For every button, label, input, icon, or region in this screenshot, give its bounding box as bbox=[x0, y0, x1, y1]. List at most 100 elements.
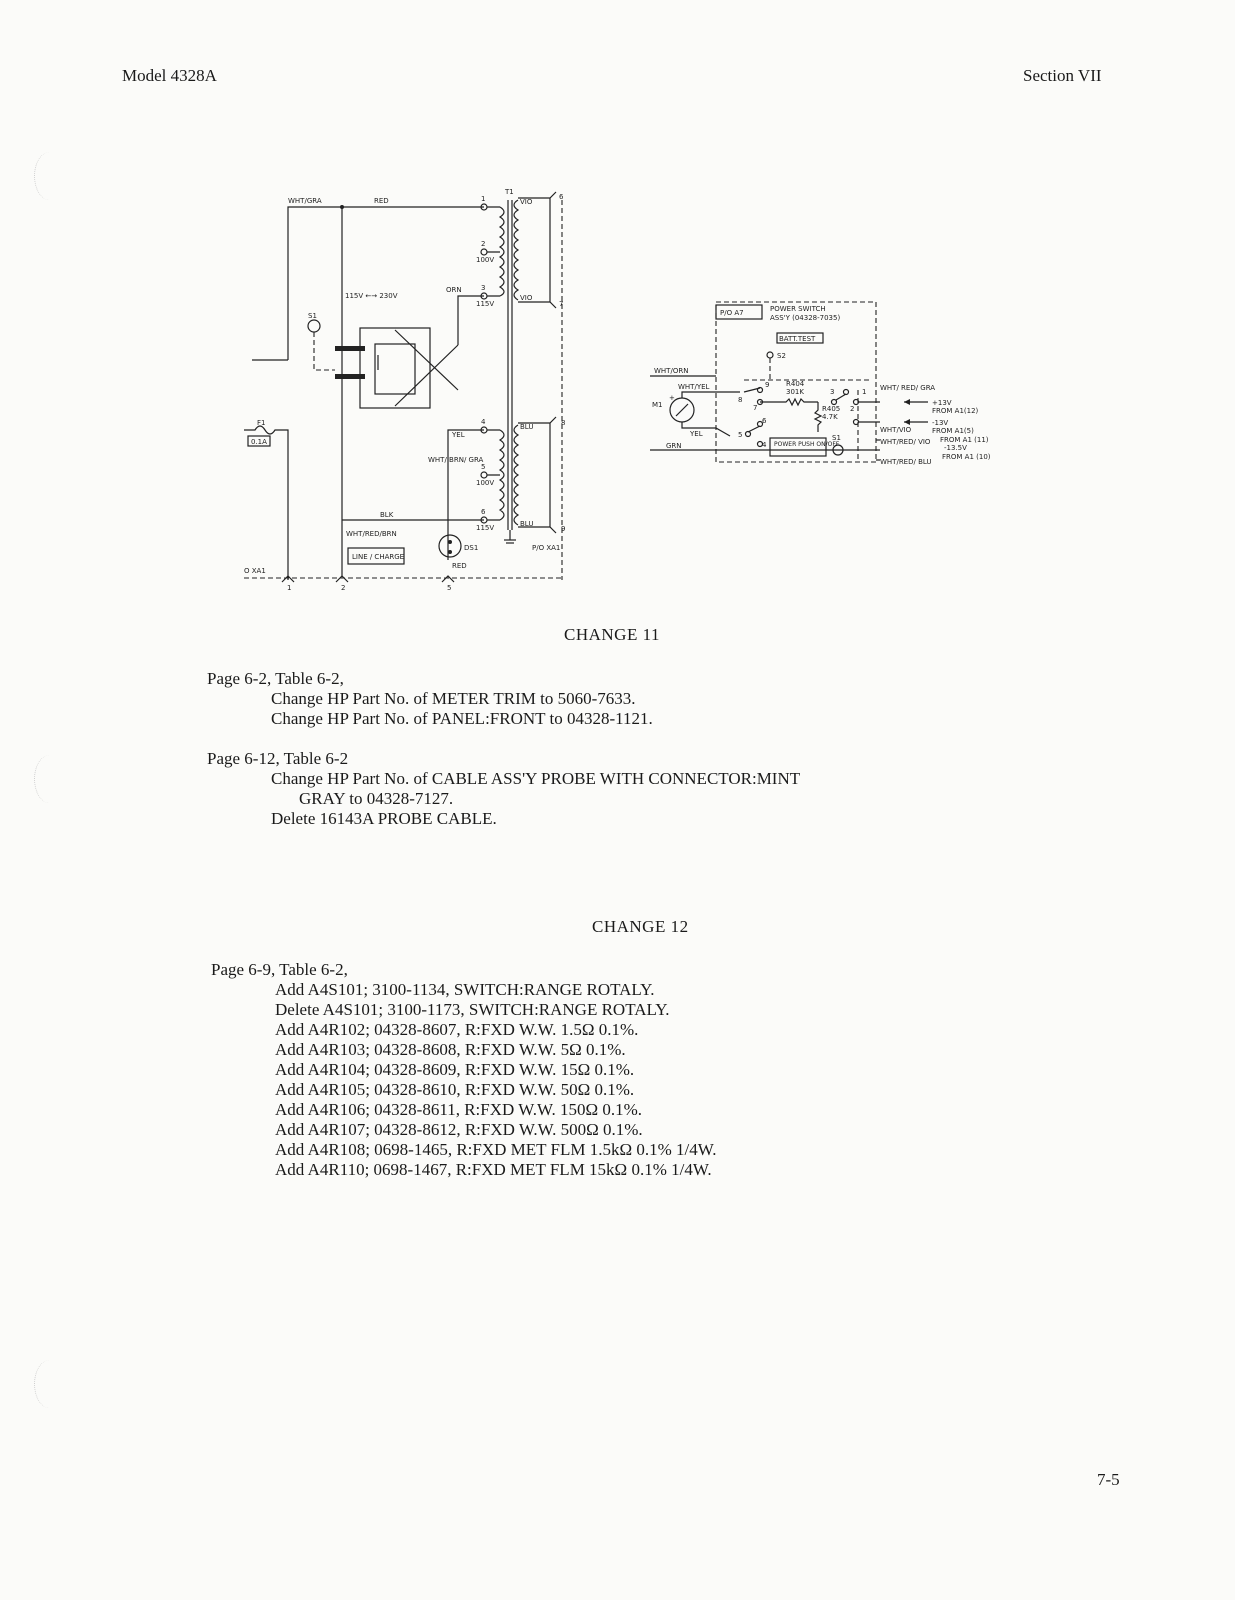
power-switch-schematic bbox=[650, 301, 928, 463]
page-reference: Page 6-12, Table 6-2 bbox=[207, 749, 349, 768]
svg-text:8: 8 bbox=[738, 396, 742, 404]
svg-text:1: 1 bbox=[862, 388, 866, 396]
change-item: Add A4R107; 04328-8612, R:FXD W.W. 500Ω … bbox=[275, 1120, 643, 1139]
svg-text:9: 9 bbox=[765, 381, 769, 389]
svg-text:ORN: ORN bbox=[446, 286, 462, 294]
svg-text:2: 2 bbox=[850, 405, 854, 413]
svg-text:5: 5 bbox=[447, 584, 451, 592]
svg-text:0.1A: 0.1A bbox=[251, 438, 267, 446]
svg-text:M1: M1 bbox=[652, 401, 663, 409]
page-number: 7-5 bbox=[1097, 1470, 1120, 1489]
change-item: Add A4R102; 04328-8607, R:FXD W.W. 1.5Ω … bbox=[275, 1020, 639, 1039]
change-item-continuation: GRAY to 04328-7127. bbox=[299, 789, 454, 808]
svg-text:RED: RED bbox=[452, 562, 467, 570]
svg-text:T1: T1 bbox=[504, 188, 514, 196]
svg-text:1: 1 bbox=[481, 195, 485, 203]
change-item: Add A4R105; 04328-8610, R:FXD W.W. 50Ω 0… bbox=[275, 1080, 635, 1099]
svg-text:S2: S2 bbox=[777, 352, 786, 360]
svg-text:6: 6 bbox=[559, 193, 564, 201]
right-schematic-labels: P/O A7 POWER SWITCH ASS'Y (04328-7035) B… bbox=[652, 305, 991, 466]
svg-text:BLU: BLU bbox=[520, 423, 533, 431]
svg-text:WHT/RED/ VIO: WHT/RED/ VIO bbox=[880, 438, 931, 446]
change-item: Delete 16143A PROBE CABLE. bbox=[271, 809, 497, 828]
change-item: Add A4R110; 0698-1467, R:FXD MET FLM 15k… bbox=[275, 1160, 712, 1179]
svg-text:BLK: BLK bbox=[380, 511, 394, 519]
power-transformer-schematic bbox=[244, 191, 563, 583]
svg-text:BLU: BLU bbox=[520, 520, 533, 528]
svg-text:WHT/ BRN/ GRA: WHT/ BRN/ GRA bbox=[428, 456, 484, 464]
svg-text:P/O XA1: P/O XA1 bbox=[532, 544, 560, 552]
svg-text:8: 8 bbox=[561, 419, 565, 427]
svg-text:100V: 100V bbox=[476, 479, 494, 487]
change-item: Delete A4S101; 3100-1173, SWITCH:RANGE R… bbox=[275, 1000, 670, 1019]
svg-text:LINE / CHARGE: LINE / CHARGE bbox=[352, 553, 404, 561]
svg-text:6: 6 bbox=[762, 417, 767, 425]
svg-text:4: 4 bbox=[481, 418, 486, 426]
change-11-title: CHANGE 11 bbox=[564, 625, 660, 644]
svg-text:VIO: VIO bbox=[520, 294, 533, 302]
change-item: Change HP Part No. of METER TRIM to 5060… bbox=[271, 689, 636, 708]
svg-text:5: 5 bbox=[481, 463, 485, 471]
svg-text:FROM A1 (11): FROM A1 (11) bbox=[940, 436, 989, 444]
svg-text:4.7K: 4.7K bbox=[822, 413, 838, 421]
svg-text:RED: RED bbox=[374, 197, 389, 205]
svg-text:O XA1: O XA1 bbox=[244, 567, 266, 575]
svg-text:7: 7 bbox=[753, 404, 757, 412]
change-item: Add A4R106; 04328-8611, R:FXD W.W. 150Ω … bbox=[275, 1100, 642, 1119]
svg-text:FROM A1 (10): FROM A1 (10) bbox=[942, 453, 991, 461]
svg-text:DS1: DS1 bbox=[464, 544, 478, 552]
svg-text:ASS'Y (04328-7035): ASS'Y (04328-7035) bbox=[770, 314, 840, 322]
svg-text:4: 4 bbox=[762, 441, 767, 449]
svg-text:7: 7 bbox=[559, 300, 563, 308]
change-12-title: CHANGE 12 bbox=[592, 917, 689, 936]
punch-hole-mark bbox=[34, 152, 65, 200]
svg-text:POWER PUSH ON/OFF: POWER PUSH ON/OFF bbox=[774, 441, 840, 448]
svg-text:GRN: GRN bbox=[666, 442, 682, 450]
change-item: Change HP Part No. of PANEL:FRONT to 043… bbox=[271, 709, 653, 728]
svg-text:WHT/ORN: WHT/ORN bbox=[654, 367, 688, 375]
svg-text:115V: 115V bbox=[476, 524, 494, 532]
punch-hole-mark bbox=[34, 755, 65, 803]
svg-text:2: 2 bbox=[481, 240, 485, 248]
page-reference: Page 6-2, Table 6-2, bbox=[207, 669, 344, 688]
svg-text:F1: F1 bbox=[257, 419, 265, 427]
svg-text:6: 6 bbox=[481, 508, 486, 516]
svg-text:WHT/VIO: WHT/VIO bbox=[880, 426, 912, 434]
svg-text:WHT/YEL: WHT/YEL bbox=[678, 383, 710, 391]
svg-text:-13V: -13V bbox=[932, 419, 948, 427]
svg-text:115V ←→ 230V: 115V ←→ 230V bbox=[345, 292, 398, 300]
svg-text:1: 1 bbox=[287, 584, 291, 592]
svg-text:P/O A7: P/O A7 bbox=[720, 309, 744, 317]
svg-text:5: 5 bbox=[738, 431, 742, 439]
change-item: Add A4S101; 3100-1134, SWITCH:RANGE ROTA… bbox=[275, 980, 655, 999]
svg-text:S1: S1 bbox=[832, 434, 841, 442]
schematic-figure: WHT/GRA RED T1 1 2 100V 3 115V ORN VIO V… bbox=[244, 188, 991, 592]
section-label: Section VII bbox=[1023, 66, 1102, 85]
svg-text:9: 9 bbox=[561, 525, 565, 533]
svg-text:YEL: YEL bbox=[689, 430, 703, 438]
svg-text:R404: R404 bbox=[786, 380, 805, 388]
svg-text:-13.5V: -13.5V bbox=[944, 444, 967, 452]
svg-text:3: 3 bbox=[830, 388, 834, 396]
svg-text:FROM A1(12): FROM A1(12) bbox=[932, 407, 979, 415]
svg-text:2: 2 bbox=[341, 584, 345, 592]
punch-hole-mark bbox=[34, 1360, 65, 1408]
svg-text:WHT/ RED/ GRA: WHT/ RED/ GRA bbox=[880, 384, 935, 392]
svg-text:+: + bbox=[669, 394, 675, 402]
svg-text:YEL: YEL bbox=[451, 431, 465, 439]
change-item: Change HP Part No. of CABLE ASS'Y PROBE … bbox=[271, 769, 801, 788]
svg-text:100V: 100V bbox=[476, 256, 494, 264]
change-12-block: Page 6-9, Table 6-2, Add A4S101; 3100-11… bbox=[211, 960, 716, 1180]
change-item: Add A4R104; 04328-8609, R:FXD W.W. 15Ω 0… bbox=[275, 1060, 635, 1079]
svg-text:BATT.TEST: BATT.TEST bbox=[779, 335, 816, 343]
change-item: Add A4R108; 0698-1465, R:FXD MET FLM 1.5… bbox=[275, 1140, 717, 1159]
svg-text:3: 3 bbox=[481, 284, 485, 292]
svg-text:WHT/GRA: WHT/GRA bbox=[288, 197, 322, 205]
svg-text:S1: S1 bbox=[308, 312, 317, 320]
model-label: Model 4328A bbox=[122, 66, 217, 85]
svg-text:R405: R405 bbox=[822, 405, 840, 413]
change-11-block-2: Page 6-12, Table 6-2 Change HP Part No. … bbox=[207, 749, 800, 829]
svg-text:VIO: VIO bbox=[520, 198, 533, 206]
svg-text:115V: 115V bbox=[476, 300, 494, 308]
svg-text:FROM A1(5): FROM A1(5) bbox=[932, 427, 974, 435]
